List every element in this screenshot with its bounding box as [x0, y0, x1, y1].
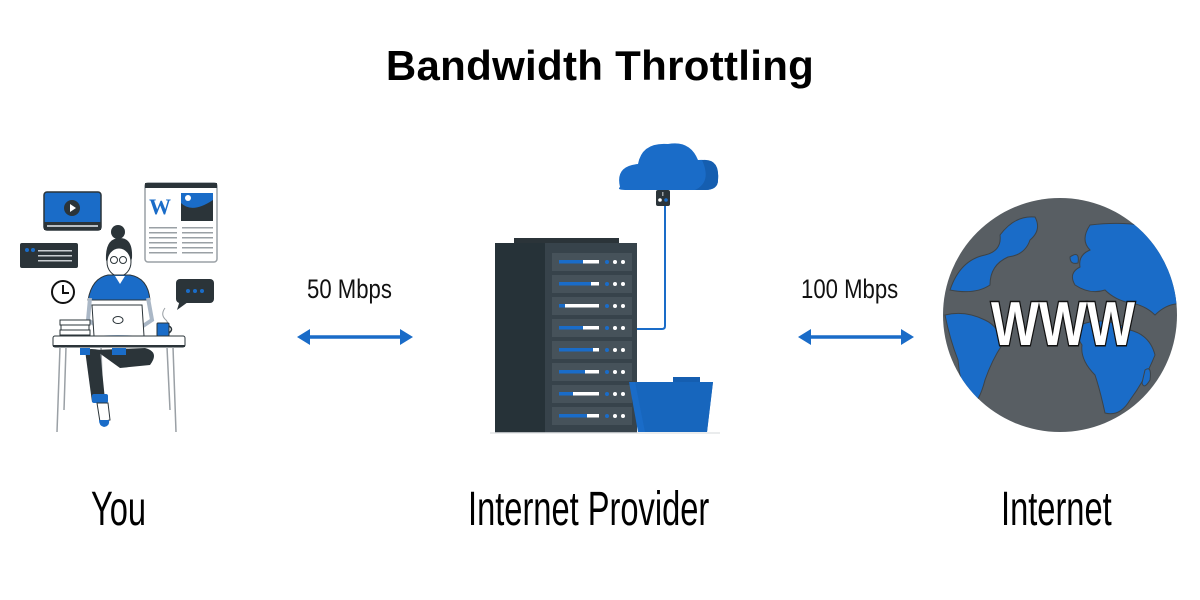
link-speed-label: 100 Mbps	[801, 274, 899, 304]
server-led	[605, 370, 609, 374]
server-bar-fill	[559, 326, 583, 330]
globe-icon: WWW	[943, 198, 1177, 432]
server-unit	[552, 319, 632, 337]
cloud-icon	[618, 143, 719, 190]
server-led	[605, 304, 609, 308]
server-unit	[552, 297, 632, 315]
server-led	[613, 348, 617, 352]
node-label-internet: Internet	[1001, 483, 1112, 536]
server-led	[621, 414, 625, 418]
server-unit	[552, 363, 632, 381]
folder-icon	[629, 377, 713, 432]
globe-www-text: WWW	[991, 290, 1135, 359]
server-bar-track	[559, 304, 599, 308]
server-led	[613, 260, 617, 264]
books-icon	[59, 319, 91, 336]
diagram-title: Bandwidth Throttling	[385, 42, 815, 89]
server-unit	[552, 275, 632, 293]
person-legs	[80, 348, 154, 427]
server-led	[613, 414, 617, 418]
server-unit	[552, 253, 632, 271]
server-bar-fill	[559, 370, 585, 374]
server-bar-fill	[559, 260, 583, 264]
server-bar-fill	[559, 348, 593, 352]
server-units	[552, 253, 632, 425]
server-led	[605, 260, 609, 264]
server-led	[613, 282, 617, 286]
server-led	[605, 282, 609, 286]
server-led	[613, 370, 617, 374]
node-label-provider: Internet Provider	[468, 483, 710, 536]
article-icon: W	[144, 182, 218, 263]
server-bar-fill	[559, 414, 587, 418]
server-led	[613, 326, 617, 330]
video-player-icon	[43, 191, 102, 231]
server-led	[613, 304, 617, 308]
server-led	[605, 326, 609, 330]
clock-icon	[51, 280, 75, 304]
usb-connector-icon	[656, 190, 670, 206]
server-led	[613, 392, 617, 396]
server-bar-fill	[559, 392, 573, 396]
server-unit	[552, 407, 632, 425]
svg-text:W: W	[149, 194, 171, 219]
server-led	[605, 348, 609, 352]
network-cable	[635, 206, 666, 330]
server-led	[621, 304, 625, 308]
server-bar-track	[559, 392, 599, 396]
server-unit	[552, 385, 632, 403]
server-led	[621, 348, 625, 352]
link-speed-label: 50 Mbps	[307, 274, 392, 304]
server-bar-fill	[559, 304, 565, 308]
coffee-mug-icon	[156, 322, 173, 337]
server-bar-fill	[559, 282, 591, 286]
bidirectional-arrow-icon	[798, 329, 914, 345]
server-led	[621, 370, 625, 374]
node-label-you: You	[91, 483, 147, 536]
server-led	[621, 282, 625, 286]
server-led	[621, 260, 625, 264]
person-at-laptop-icon: W	[20, 182, 218, 433]
server-unit	[552, 341, 632, 359]
server-led	[621, 326, 625, 330]
chat-bubble-icon	[176, 279, 214, 310]
server-led	[605, 392, 609, 396]
message-card-icon	[20, 243, 78, 268]
server-rack-icon	[490, 143, 720, 434]
server-led	[605, 414, 609, 418]
bidirectional-arrow-icon	[297, 329, 413, 345]
server-led	[621, 392, 625, 396]
